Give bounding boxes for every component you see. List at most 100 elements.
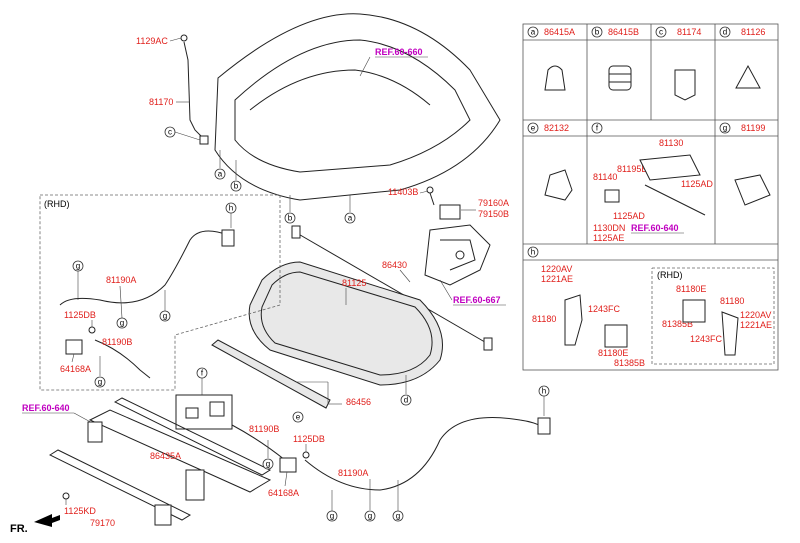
cell-b: b 86415B bbox=[591, 26, 639, 91]
callout-a-2 bbox=[344, 212, 356, 224]
code-81180e-l: 81180E bbox=[598, 348, 628, 358]
callout-g-b3 bbox=[364, 510, 376, 522]
part-86415b bbox=[608, 65, 632, 91]
insulator-pad bbox=[248, 261, 443, 386]
code-1221ae-l: 1221AE bbox=[541, 274, 573, 284]
svg-text:d: d bbox=[723, 28, 727, 37]
cell-g: g 81199 bbox=[719, 122, 771, 206]
callout-b-2 bbox=[284, 212, 296, 224]
release-cable-lhd bbox=[231, 417, 551, 491]
code-81199: 81199 bbox=[741, 123, 765, 133]
release-cable-rhd bbox=[59, 229, 235, 379]
callout-a bbox=[214, 168, 226, 180]
svg-text:h: h bbox=[542, 387, 546, 396]
bolt-11403b bbox=[426, 186, 434, 194]
svg-text:h: h bbox=[531, 248, 535, 257]
label-79150b: 79150B bbox=[478, 209, 509, 219]
leader-1129ac bbox=[169, 37, 182, 42]
code-81126: 81126 bbox=[741, 27, 765, 37]
code-1125ad-1: 1125AD bbox=[681, 179, 713, 189]
svg-text:h: h bbox=[229, 204, 233, 213]
part-81180-r bbox=[721, 311, 739, 356]
svg-text:a: a bbox=[348, 214, 353, 223]
ref-60-640-right: REF.60-640 bbox=[631, 223, 679, 233]
ref-60-660-label: REF.60-660 bbox=[375, 47, 423, 57]
cell-c: c 81174 bbox=[655, 26, 701, 101]
label-81190b-rhd: 81190B bbox=[102, 337, 132, 347]
parts-table bbox=[522, 23, 779, 371]
label-81170: 81170 bbox=[149, 97, 173, 107]
cell-d: d 81126 bbox=[719, 26, 765, 89]
svg-text:g: g bbox=[330, 512, 334, 521]
svg-text:a: a bbox=[531, 28, 536, 37]
cell-e: e 82132 bbox=[527, 122, 573, 201]
part-81199 bbox=[734, 174, 771, 206]
svg-text:e: e bbox=[296, 413, 301, 422]
lower-bracket-79170 bbox=[48, 449, 192, 526]
svg-text:d: d bbox=[404, 396, 408, 405]
code-81385b-r: 81385B bbox=[662, 319, 693, 329]
code-81174: 81174 bbox=[677, 27, 701, 37]
svg-text:f: f bbox=[201, 369, 204, 378]
hood-crease bbox=[249, 69, 431, 111]
code-1220av-r: 1220AV bbox=[740, 310, 771, 320]
stay-rod-bolt bbox=[180, 34, 188, 42]
label-1125db-rhd: 1125DB bbox=[64, 310, 96, 320]
svg-text:g: g bbox=[163, 312, 167, 321]
code-81180-l: 81180 bbox=[532, 314, 556, 324]
hood-stay-rod bbox=[180, 34, 209, 145]
code-81195b: 81195B bbox=[617, 164, 647, 174]
part-81180e-r bbox=[682, 299, 706, 323]
callout-d bbox=[400, 394, 412, 406]
svg-text:b: b bbox=[595, 28, 600, 37]
part-81180-l bbox=[564, 294, 583, 346]
weatherstrip-86430 bbox=[291, 225, 493, 351]
hood-inner-line bbox=[234, 39, 471, 173]
code-86415b: 86415B bbox=[608, 27, 639, 37]
code-82132: 82132 bbox=[544, 123, 569, 133]
front-direction-arrow: FR. bbox=[10, 514, 60, 535]
code-1125ae: 1125AE bbox=[593, 233, 624, 243]
svg-text:b: b bbox=[288, 214, 293, 223]
clip-box-f bbox=[175, 394, 233, 430]
part-81130 bbox=[639, 154, 701, 181]
code-1221ae-r: 1221AE bbox=[740, 320, 772, 330]
front-cross-member-86435a bbox=[87, 397, 272, 501]
rhd-label: (RHD) bbox=[44, 199, 70, 209]
callout-e bbox=[292, 411, 304, 423]
code-1243fc-l: 1243FC bbox=[588, 304, 621, 314]
hood-panel bbox=[214, 13, 501, 201]
cell-f: f 81130 81195B 81140 1125AD 1125AD 1130D… bbox=[591, 122, 713, 243]
ref-60-660-leader bbox=[359, 56, 371, 77]
svg-text:c: c bbox=[168, 128, 172, 137]
stay-rod-clip bbox=[199, 135, 209, 145]
svg-text:b: b bbox=[234, 182, 239, 191]
svg-text:a: a bbox=[218, 170, 223, 179]
fr-label: FR. bbox=[10, 523, 28, 535]
callout-g-b1 bbox=[262, 458, 274, 470]
rhd-box-h bbox=[651, 267, 775, 365]
svg-text:g: g bbox=[98, 378, 102, 387]
label-81190b: 81190B bbox=[249, 424, 279, 434]
seal-strip-86456 bbox=[211, 339, 331, 409]
code-81180-r: 81180 bbox=[720, 296, 744, 306]
callout-c bbox=[164, 126, 176, 138]
svg-text:e: e bbox=[531, 124, 536, 133]
svg-text:g: g bbox=[266, 460, 270, 469]
svg-text:f: f bbox=[596, 124, 599, 133]
leader-c-hood bbox=[174, 131, 201, 141]
part-81174 bbox=[674, 69, 696, 101]
part-81126 bbox=[735, 64, 761, 89]
part-86415a bbox=[544, 65, 566, 91]
fr-arrow-icon bbox=[34, 514, 60, 527]
code-1243fc-r: 1243FC bbox=[690, 334, 723, 344]
hinge-top bbox=[439, 204, 461, 220]
code-81130: 81130 bbox=[659, 138, 683, 148]
label-79160a: 79160A bbox=[478, 198, 509, 208]
part-81180e-l bbox=[604, 324, 628, 348]
code-1220av-l: 1220AV bbox=[541, 264, 572, 274]
hood-insulator-81125 bbox=[248, 261, 443, 386]
code-81385b-l: 81385B bbox=[614, 358, 645, 368]
